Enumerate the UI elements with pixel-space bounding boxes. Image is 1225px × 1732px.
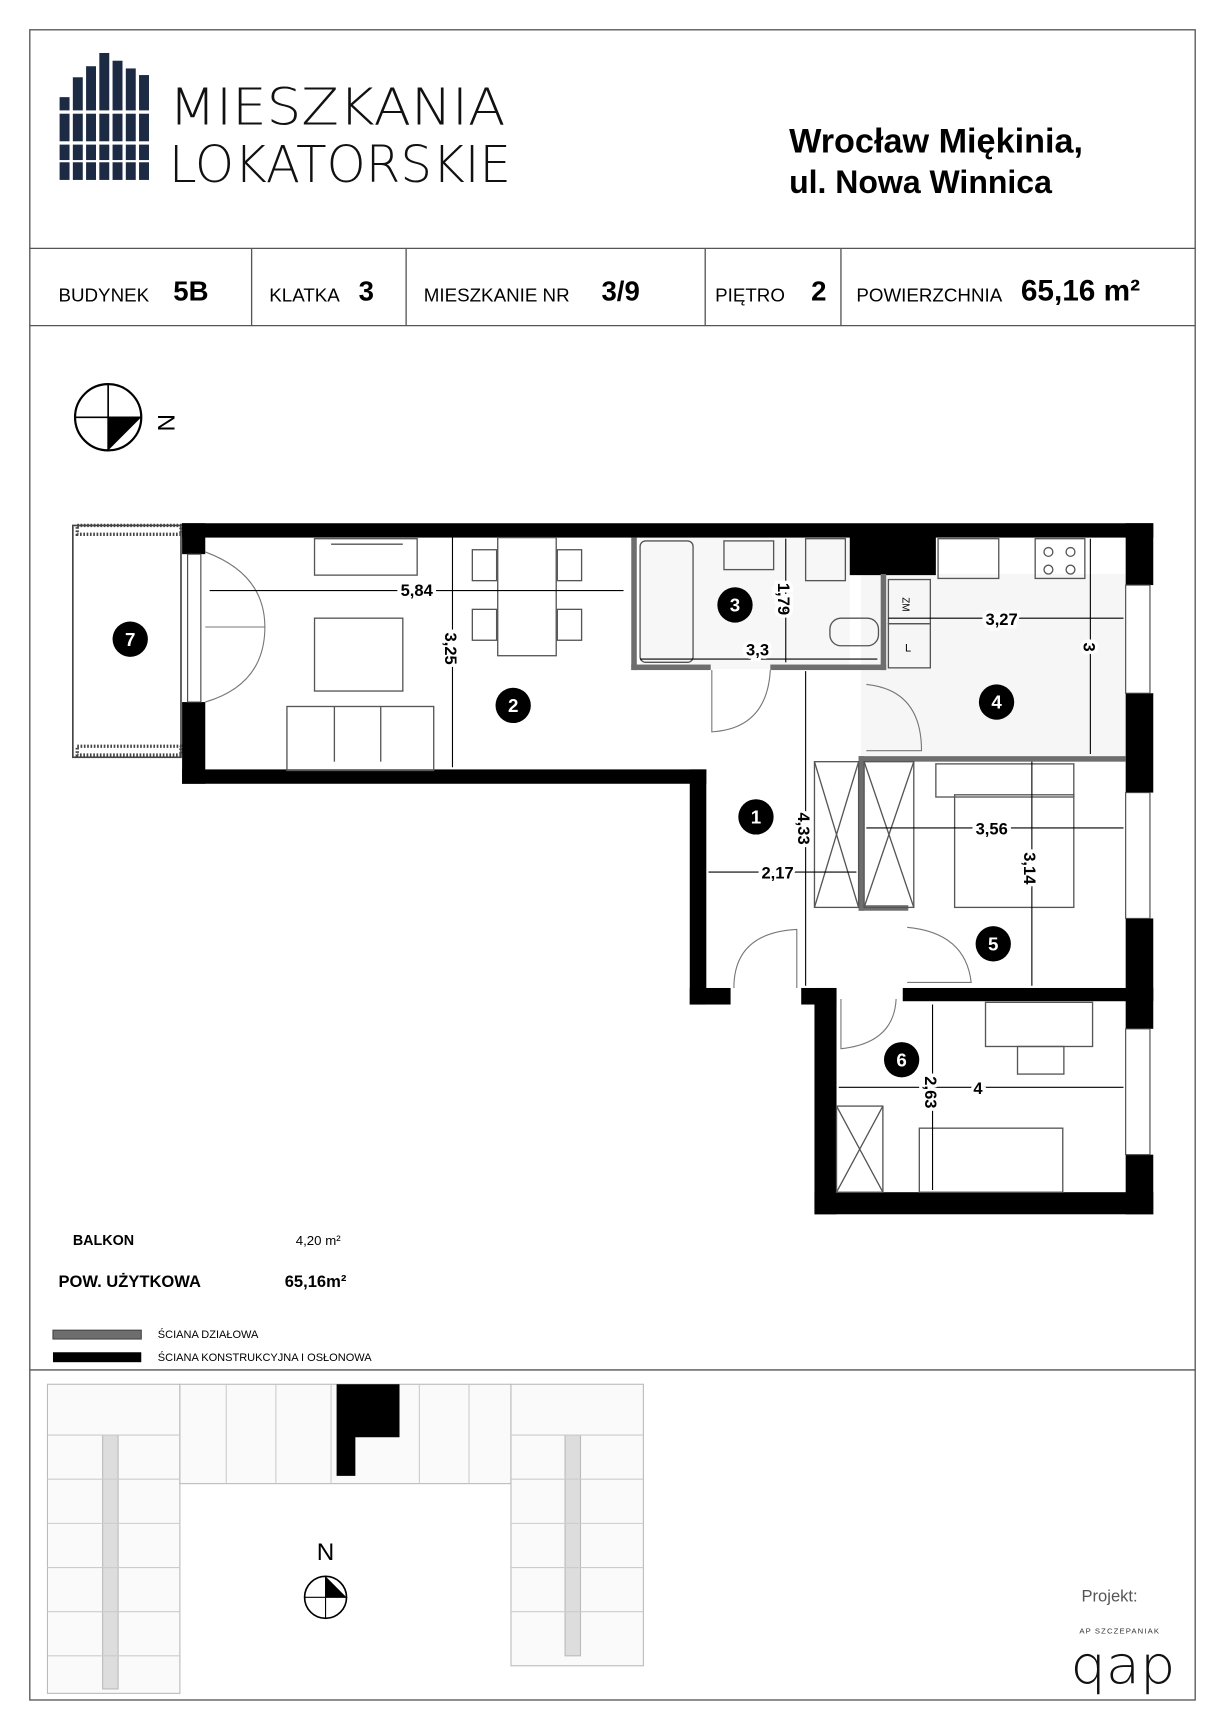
doors (205, 551, 972, 1050)
architect-logo: qap (1070, 1635, 1175, 1696)
dimension-lines (209, 529, 1124, 1190)
dim-living-width: 5,84 (401, 581, 434, 600)
area-label: POWIERZCHNIA (856, 284, 1002, 305)
usable-area-value: 65,16m² (285, 1272, 347, 1291)
compass-icon (73, 383, 143, 452)
dim-bed5-depth: 3,14 (1020, 852, 1039, 885)
legend-structural-label: ŚCIANA KONSTRUKCYJNA I OSŁONOWA (158, 1351, 372, 1364)
logo-text-line1: MIESZKANIA (169, 78, 506, 137)
dim-bath-width: 3,3 (746, 641, 769, 660)
structural-walls (182, 523, 1154, 1215)
info-row-dividers (250, 248, 842, 326)
dim-bath-depth: 1,79 (774, 583, 793, 615)
room-number-5: 5 (988, 933, 998, 954)
room-marker-6 (883, 1042, 920, 1078)
area-value: 65,16 m² (1021, 274, 1140, 307)
room-marker-3 (717, 587, 753, 623)
dim-bed6-depth: 2,63 (921, 1076, 940, 1108)
floor-label: PIĘTRO (715, 284, 785, 305)
flat-label: MIESZKANIE NR (424, 284, 570, 305)
room-marker-5 (975, 926, 1011, 962)
logo-text-line2: LOKATORSKIE (169, 135, 511, 194)
room-marker-2 (495, 687, 531, 724)
furniture (286, 536, 1094, 1193)
fridge-label: L (905, 642, 911, 654)
building-label: BUDYNEK (58, 284, 149, 305)
site-compass-icon (303, 1575, 348, 1620)
room-marker-4 (978, 684, 1015, 720)
legend-swatch-partition (52, 1329, 142, 1340)
legend-partition-label: ŚCIANA DZIAŁOWA (158, 1328, 259, 1341)
project-label: Projekt: (1082, 1587, 1138, 1606)
room-number-4: 4 (991, 692, 1002, 713)
room-number-3: 3 (730, 595, 740, 616)
site-north-label: N (317, 1539, 335, 1566)
site-plan (46, 1383, 644, 1694)
balcony-label: BALKON (73, 1233, 134, 1249)
dim-hall-width: 2,17 (761, 864, 793, 883)
legend-swatch-structural (52, 1352, 142, 1363)
dim-living-depth: 3,25 (441, 633, 460, 665)
washer-label: ZM (900, 597, 911, 611)
room-number-7: 7 (125, 629, 135, 650)
dim-kitchen-depth: 3 (1080, 642, 1099, 651)
apartment-plan: 5,84 3,25 1,79 3,3 3,27 3 4,33 2,17 3,56… (72, 523, 1154, 1215)
balcony (72, 523, 183, 759)
floor-value: 2 (811, 275, 826, 306)
room-marker-1 (738, 799, 774, 835)
dim-bed5-width: 3,56 (976, 820, 1008, 839)
stair-label: KLATKA (269, 284, 340, 305)
dim-hall-length: 4,33 (794, 812, 813, 844)
room-number-1: 1 (751, 806, 761, 827)
room-marker-7 (112, 621, 148, 657)
location-city: Wrocław Miękinia, (789, 122, 1083, 160)
dim-kitchen-width: 3,27 (986, 610, 1018, 629)
site-plan-highlighted-unit (336, 1384, 400, 1476)
room-number-6: 6 (896, 1049, 906, 1070)
compass-north-label: N (152, 414, 179, 432)
building-value: 5B (173, 275, 208, 306)
balcony-value: 4,20 m² (296, 1233, 341, 1248)
windows (187, 553, 1151, 1156)
architect-name: AP SZCZEPANIAK (1079, 1627, 1160, 1636)
room-number-2: 2 (508, 695, 518, 716)
usable-area-label: POW. UŻYTKOWA (58, 1272, 201, 1291)
location-street: ul. Nowa Winnica (789, 164, 1052, 200)
flat-value: 3/9 (601, 275, 639, 306)
dim-bed6-width: 4 (973, 1079, 983, 1098)
sheet-frame (29, 29, 1196, 1701)
stair-value: 3 (359, 275, 374, 306)
logo-building-icon (57, 52, 152, 180)
